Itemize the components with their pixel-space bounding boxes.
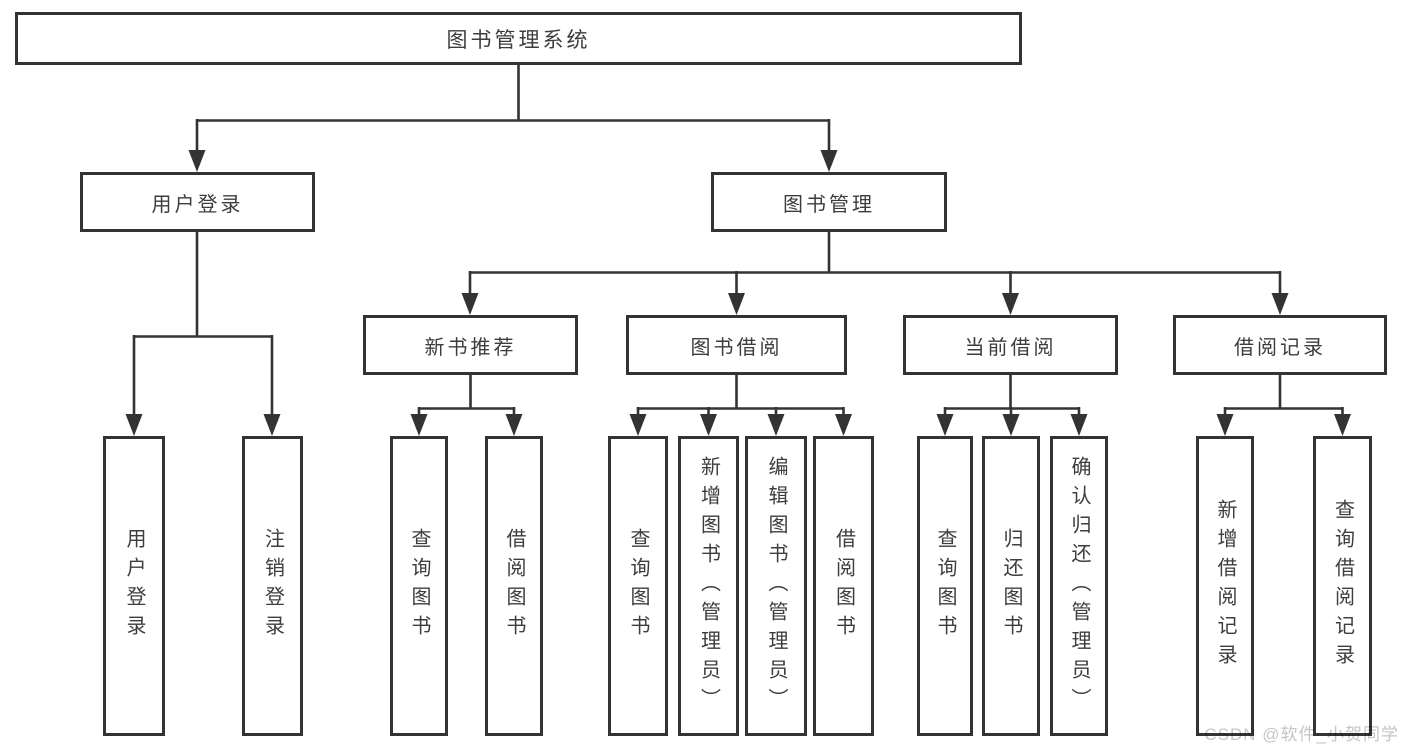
- node-user-login: 用户登录: [80, 172, 315, 232]
- connector-book-mgmt-to-level3: [468, 232, 1282, 297]
- node-label: 借阅图书: [832, 528, 855, 644]
- leaf-query-books-cb: 查询图书: [917, 436, 973, 736]
- connector-book-borrow-to-leaves: [636, 375, 845, 419]
- csdn-watermark: CSDN @软件_小贺同学: [1204, 725, 1399, 744]
- leaf-query-books-bb: 查询图书: [608, 436, 668, 736]
- node-label: 新增图书（管理员）: [697, 455, 720, 717]
- leaf-borrow-books-bb: 借阅图书: [813, 436, 874, 736]
- node-label: 归还图书: [1000, 528, 1022, 644]
- node-label: 用户登录: [123, 528, 145, 644]
- node-root-library-management-system: 图书管理系统: [15, 12, 1022, 65]
- leaf-return-books: 归还图书: [982, 436, 1040, 736]
- node-label: 查询借阅记录: [1331, 499, 1354, 673]
- node-label: 图书管理: [783, 193, 875, 216]
- leaf-borrow-books-rec: 借阅图书: [485, 436, 543, 736]
- node-label: 查询图书: [408, 528, 430, 644]
- node-label: 新增借阅记录: [1214, 499, 1236, 673]
- node-book-management: 图书管理: [711, 172, 947, 232]
- connector-user-login-to-leaves: [132, 232, 274, 418]
- leaf-query-books-rec: 查询图书: [390, 436, 448, 736]
- node-book-borrowing: 图书借阅: [626, 315, 847, 375]
- leaf-add-books-admin: 新增图书（管理员）: [678, 436, 739, 736]
- node-borrowing-records: 借阅记录: [1173, 315, 1387, 375]
- connector-new-book-to-leaves: [417, 375, 516, 419]
- connector-root-to-level2: [195, 65, 831, 154]
- node-label: 当前借阅: [964, 336, 1057, 359]
- node-label: 确认归还（管理员）: [1068, 455, 1090, 717]
- leaf-edit-books-admin: 编辑图书（管理员）: [745, 436, 807, 736]
- arrowheads: [125, 150, 1351, 436]
- connector-borrow-record-to-leaves: [1223, 375, 1344, 419]
- node-label: 图书管理系统: [446, 28, 591, 52]
- node-label: 查询图书: [627, 528, 649, 644]
- node-label: 注销登录: [261, 528, 284, 644]
- node-label: 图书借阅: [690, 336, 783, 359]
- leaf-confirm-return-admin: 确认归还（管理员）: [1050, 436, 1108, 736]
- node-label: 用户登录: [151, 193, 244, 216]
- leaf-logout: 注销登录: [242, 436, 303, 736]
- node-new-book-recommendation: 新书推荐: [363, 315, 578, 375]
- leaf-user-login: 用户登录: [103, 436, 165, 736]
- node-label: 编辑图书（管理员）: [765, 455, 787, 717]
- node-label: 新书推荐: [424, 336, 517, 359]
- node-label: 查询图书: [934, 528, 956, 644]
- leaf-add-borrow-record: 新增借阅记录: [1196, 436, 1254, 736]
- connector-current-borrow-to-leaves: [943, 375, 1081, 419]
- node-current-borrowing: 当前借阅: [903, 315, 1118, 375]
- node-label: 借阅记录: [1234, 336, 1326, 359]
- node-label: 借阅图书: [503, 528, 525, 644]
- leaf-query-borrow-record: 查询借阅记录: [1313, 436, 1372, 736]
